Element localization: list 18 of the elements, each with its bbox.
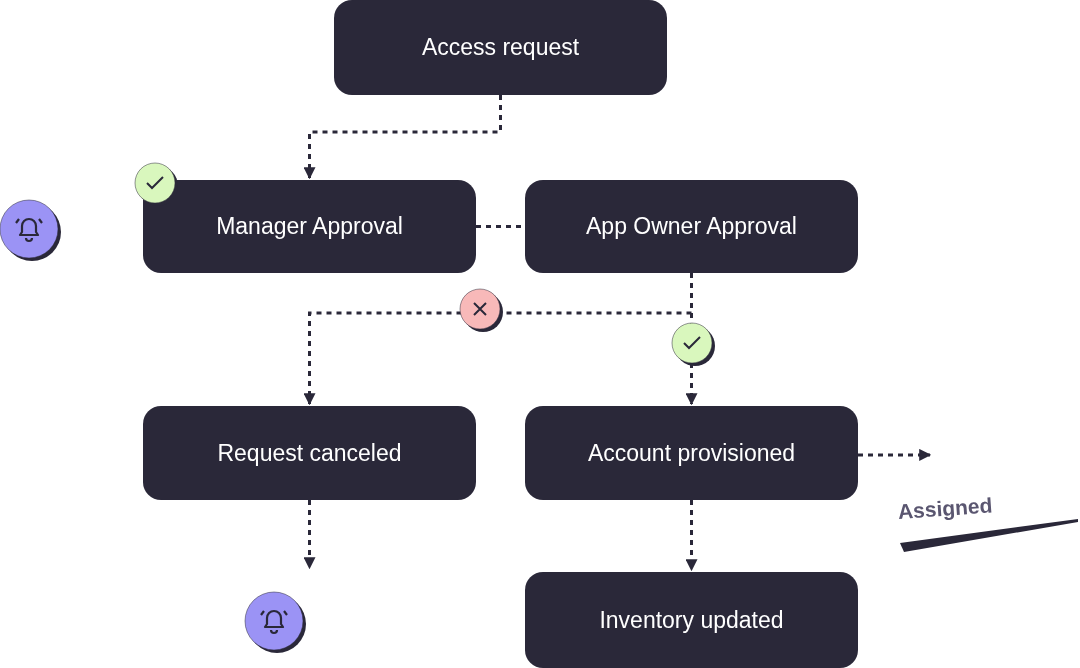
process-box [525, 180, 858, 273]
node-label: Manager Approval [216, 213, 403, 240]
node-label: Access request [421, 34, 580, 61]
connector-line [476, 225, 523, 228]
process-box [143, 180, 476, 273]
process-box [525, 572, 858, 668]
arrow [858, 448, 932, 461]
process-box [334, 0, 667, 95]
process-box [143, 406, 476, 500]
arrow [303, 500, 316, 570]
annotation-label: Assigned [897, 493, 994, 524]
node-label: Account provisioned [587, 439, 796, 467]
node-label: App Owner Approval [586, 213, 797, 240]
node-label: Request canceled [217, 439, 402, 467]
arrow [303, 95, 502, 180]
arrow [685, 500, 698, 572]
node-label: Inventory updated [599, 606, 784, 634]
process-box [525, 406, 858, 500]
